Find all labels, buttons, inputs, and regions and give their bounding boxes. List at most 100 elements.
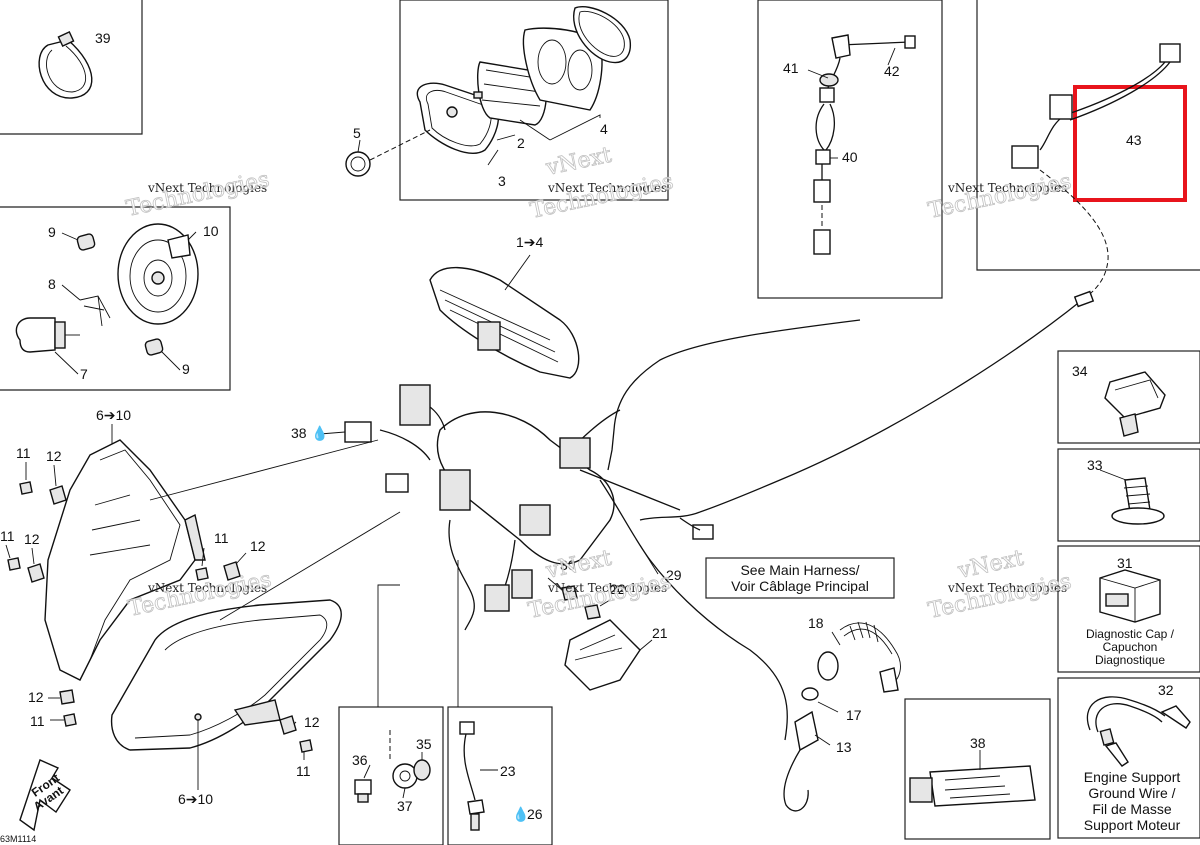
- cluster-4: [522, 27, 603, 111]
- sensor-23: [459, 721, 485, 831]
- oil-drop-icon-26: 💧: [512, 806, 529, 823]
- grommet-9b: [144, 338, 164, 356]
- svg-text:vNext Technologies: vNext Technologies: [547, 581, 667, 595]
- label-2: 2: [517, 135, 525, 151]
- label-7: 7: [80, 366, 88, 382]
- label-39: 39: [95, 30, 111, 46]
- bulb-7: [15, 317, 80, 353]
- cluster-assembly: [429, 266, 580, 379]
- label-11d: 11: [30, 713, 45, 729]
- label-12e: 12: [304, 714, 320, 730]
- rivet-33: [1111, 477, 1165, 525]
- label-38a: 38: [291, 425, 307, 441]
- label-5: 5: [353, 125, 361, 141]
- label-12c: 12: [250, 538, 266, 554]
- label-22: 22: [610, 581, 626, 597]
- diag-cap-line2: Capuchon: [1103, 640, 1158, 654]
- watermark-2: vNext Technologies vNext Technologies: [528, 142, 676, 224]
- label-40: 40: [842, 149, 858, 165]
- drawing-code: 63M1114: [0, 834, 36, 844]
- box-31: [1057, 545, 1200, 673]
- label-9b: 9: [182, 361, 190, 377]
- svg-text:Technologies: Technologies: [926, 169, 1074, 224]
- svg-text:Technologies: Technologies: [124, 167, 272, 222]
- svg-text:vNext Technologies: vNext Technologies: [147, 181, 267, 195]
- headlight-left: [44, 439, 206, 681]
- svg-text:vNext Technologies: vNext Technologies: [947, 181, 1067, 195]
- label-17: 17: [846, 707, 862, 723]
- headlight-right: [110, 599, 342, 751]
- headlight-housing-10: [117, 223, 199, 325]
- diag-cap-line1: Diagnostic Cap /: [1086, 627, 1175, 641]
- box-33: [1057, 448, 1200, 542]
- watermark-6: vNext Technologies vNext Technologies: [926, 545, 1074, 624]
- box-36-37: [338, 706, 444, 845]
- gauge-5: [345, 151, 371, 177]
- sensor-36: [354, 779, 372, 803]
- label-31: 31: [1117, 555, 1133, 571]
- oil-drop-icon-38a: 💧: [311, 425, 328, 442]
- label-4: 4: [600, 121, 608, 137]
- nut-30: [561, 585, 578, 601]
- box-gauge: [399, 0, 669, 201]
- svg-text:vNext Technologies: vNext Technologies: [547, 181, 667, 195]
- label-11e: 11: [296, 763, 311, 779]
- label-32: 32: [1158, 682, 1174, 698]
- clip-8: [79, 295, 111, 327]
- label-21: 21: [652, 625, 668, 641]
- tube-38: [909, 765, 1036, 807]
- label-11b: 11: [0, 528, 15, 544]
- label-12b: 12: [24, 531, 40, 547]
- grommet-9a: [76, 233, 96, 251]
- box-39: [0, 0, 143, 135]
- ground-wire-line4: Support Moteur: [1084, 817, 1181, 833]
- label-3: 3: [498, 173, 506, 189]
- box-32: [1057, 677, 1200, 839]
- svg-text:Technologies: Technologies: [926, 569, 1074, 624]
- nut-35: [413, 759, 431, 781]
- label-13: 13: [836, 739, 852, 755]
- ground-wire-line2: Ground Wire /: [1088, 785, 1175, 801]
- label-23: 23: [500, 763, 516, 779]
- label-1-4: 1➔4: [516, 234, 544, 250]
- label-37: 37: [397, 798, 413, 814]
- label-6-10a: 6➔10: [96, 407, 131, 423]
- label-6-10b: 6➔10: [178, 791, 213, 807]
- label-10: 10: [203, 223, 219, 239]
- diagnostic-cap-31: [1099, 569, 1161, 623]
- callout-29-line1: See Main Harness/: [740, 562, 859, 578]
- washer-17: [801, 687, 819, 701]
- box-34: [1057, 350, 1200, 444]
- callout-29-box: [705, 557, 895, 599]
- svg-text:vNext: vNext: [955, 546, 1026, 584]
- switch-13: [783, 710, 819, 812]
- label-11a: 11: [16, 445, 31, 461]
- label-30: 30: [560, 557, 576, 573]
- label-42: 42: [884, 63, 900, 79]
- label-18: 18: [808, 615, 824, 631]
- watermark-3: vNext Technologies Technologies: [926, 169, 1074, 225]
- box-harness-43: [976, 0, 1200, 271]
- clip-34: [1104, 371, 1166, 437]
- harness-43: [1011, 43, 1181, 299]
- svg-text:vNext: vNext: [543, 143, 614, 181]
- label-33: 33: [1087, 457, 1103, 473]
- gasket-4: [573, 6, 632, 64]
- label-43: 43: [1126, 132, 1142, 148]
- label-12a: 12: [46, 448, 62, 464]
- box-38: [904, 698, 1051, 840]
- module-21: [564, 619, 641, 691]
- gear-37: [389, 730, 418, 789]
- callout-29-line2: Voir Câblage Principal: [731, 578, 869, 594]
- tether-18: [817, 621, 901, 693]
- strap-39: [38, 31, 93, 99]
- fasteners-11-12: [7, 481, 313, 753]
- label-36: 36: [352, 752, 368, 768]
- label-41: 41: [783, 60, 799, 76]
- label-9a: 9: [48, 224, 56, 240]
- front-arrow: [19, 759, 71, 832]
- label-35: 35: [416, 736, 432, 752]
- main-harness: [344, 319, 861, 741]
- bezel-3: [416, 82, 500, 154]
- label-26: 26: [527, 806, 543, 822]
